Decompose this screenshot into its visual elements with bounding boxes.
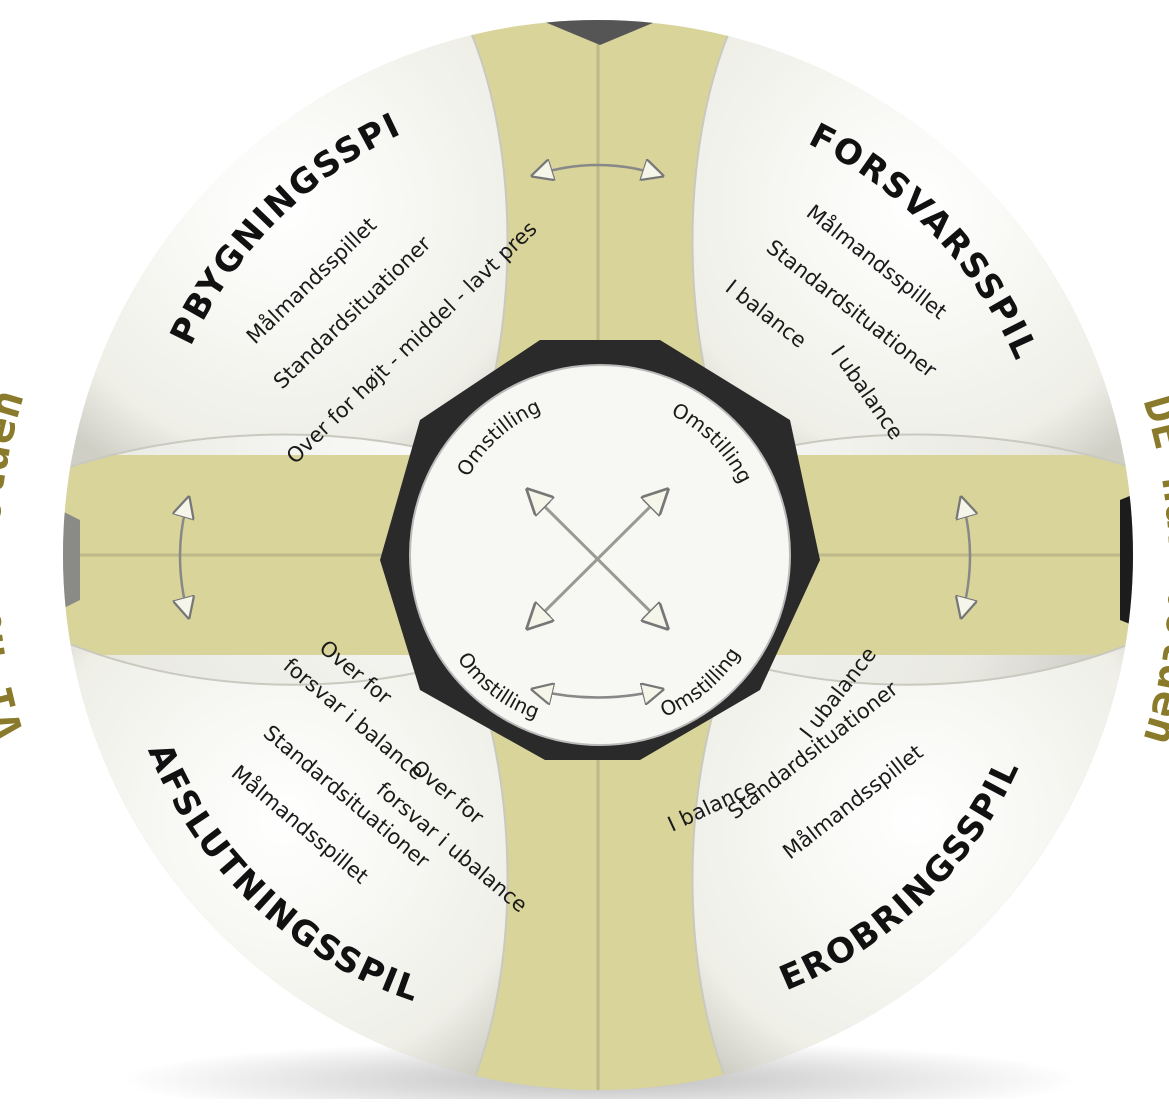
arrow-right xyxy=(962,500,970,615)
arrow-bottom xyxy=(535,690,660,698)
arrow-left xyxy=(180,500,188,615)
panel-bottom-right xyxy=(691,638,1133,1090)
side-label-right: DE har bolden xyxy=(1133,389,1169,751)
side-label-left: VI har bolden xyxy=(0,384,35,746)
center-arrow-diag-2 xyxy=(530,492,665,626)
panel-top-left xyxy=(63,28,509,472)
panel-bottom-left xyxy=(63,638,509,1090)
arrow-top xyxy=(535,165,660,175)
